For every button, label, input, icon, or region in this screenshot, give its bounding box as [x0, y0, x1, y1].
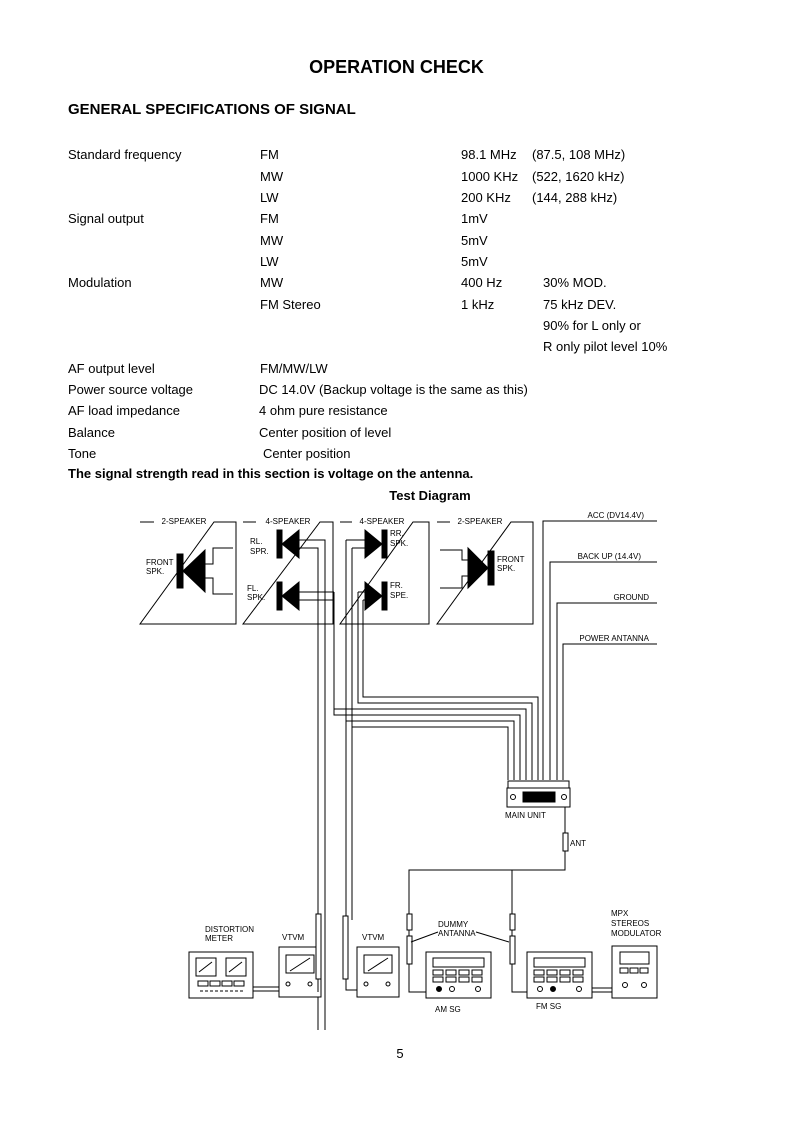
ant-label: ANT	[570, 839, 586, 848]
svg-text:VTVM: VTVM	[362, 933, 385, 942]
spec-band: MW	[260, 233, 284, 248]
svg-text:FRONT: FRONT	[146, 558, 174, 567]
spec-range: (87.5, 108 MHz)	[532, 147, 626, 162]
distortion-meter: DISTORTION METER	[188, 925, 254, 999]
spec-value: FM/MW/LW	[260, 361, 328, 376]
svg-text:DISTORTION: DISTORTION	[205, 925, 254, 934]
svg-text:FR.: FR.	[390, 581, 403, 590]
spec-band: LW	[260, 190, 279, 205]
svg-text:RL.: RL.	[250, 537, 262, 546]
speaker-front-right-icon: FRONT SPK.	[440, 546, 525, 590]
speaker-box-right-4: 4-SPEAKER	[339, 517, 430, 625]
speaker-front-right-4-icon: FR. SPE.	[358, 580, 408, 612]
speaker-rear-right-icon: RR. SPK.	[346, 528, 408, 560]
svg-text:SPK.: SPK.	[146, 567, 164, 576]
svg-text:AM SG: AM SG	[435, 1005, 461, 1014]
spec-band: FM	[260, 147, 279, 162]
spec-band: MW	[260, 169, 284, 184]
speaker-box-label: 4-SPEAKER	[266, 517, 311, 526]
svg-text:METER: METER	[205, 934, 233, 943]
page-number: 5	[396, 1046, 404, 1061]
note: The signal strength read in this section…	[68, 466, 474, 481]
spec-value: 200 KHz	[461, 190, 511, 205]
spec-label-modulation: Modulation	[68, 275, 132, 290]
svg-text:SPK.: SPK.	[497, 564, 515, 573]
spec-value: 1mV	[461, 211, 488, 226]
dummy-antenna-label: ANTANNA	[438, 929, 476, 938]
main-unit: MAIN UNIT	[505, 780, 571, 820]
svg-text:VTVM: VTVM	[282, 933, 305, 942]
spec-band: FM	[260, 211, 279, 226]
main-unit-label: MAIN UNIT	[505, 811, 546, 820]
dummy-antenna-label: DUMMY	[438, 920, 469, 929]
speaker-front-left-4-icon: FL. SPK.	[247, 580, 334, 612]
spec-detail: R only pilot level 10%	[543, 339, 668, 354]
spec-detail: 75 kHz DEV.	[543, 297, 617, 312]
svg-text:STEREOS: STEREOS	[611, 919, 649, 928]
spec-range: (144, 288 kHz)	[532, 190, 618, 205]
speaker-box-right-2: 2-SPEAKER	[436, 517, 534, 625]
spec-band: LW	[260, 254, 279, 269]
spec-value: 98.1 MHz	[461, 147, 517, 162]
wire-label-acc: ACC (DV14.4V)	[588, 511, 645, 520]
test-diagram: 2-SPEAKER 4-SPEAKER 4-SPEAKER 2-SPEAKER …	[139, 511, 662, 1030]
speaker-box-label: 4-SPEAKER	[360, 517, 405, 526]
wire-label-power-antenna: POWER ANTANNA	[579, 634, 649, 643]
spec-label-standard-frequency: Standard frequency	[68, 147, 182, 162]
spec-detail: 30% MOD.	[543, 275, 607, 290]
svg-text:MPX: MPX	[611, 909, 629, 918]
svg-text:FRONT: FRONT	[497, 555, 525, 564]
speaker-box-left-4: 4-SPEAKER	[241, 517, 334, 625]
spec-band: FM Stereo	[260, 297, 321, 312]
mpx-stereo-modulator: MPX STEREOS MODULATOR	[611, 909, 662, 999]
speaker-box-label: 2-SPEAKER	[458, 517, 503, 526]
spec-value: 4 ohm pure resistance	[259, 403, 388, 418]
vtvm-1: VTVM	[278, 933, 322, 998]
section-title: GENERAL SPECIFICATIONS OF SIGNAL	[68, 101, 356, 118]
diagram-title: Test Diagram	[389, 488, 471, 503]
svg-text:SPR.: SPR.	[250, 547, 269, 556]
spec-label-af-output-level: AF output level	[68, 361, 155, 376]
spec-value: 1 kHz	[461, 297, 495, 312]
speaker-box-left-2: 2-SPEAKER	[139, 517, 237, 625]
spec-label-power-source-voltage: Power source voltage	[68, 382, 194, 397]
wire-label-backup: BACK UP (14.4V)	[578, 552, 642, 561]
spec-value: Center position	[263, 446, 351, 461]
spec-value: Center position of level	[259, 425, 392, 440]
svg-text:SPE.: SPE.	[390, 591, 408, 600]
svg-text:MODULATOR: MODULATOR	[611, 929, 662, 938]
spec-band: MW	[260, 275, 284, 290]
speaker-front-left-icon: FRONT SPK.	[146, 547, 233, 595]
power-wires: ACC (DV14.4V) BACK UP (14.4V) GROUND POW…	[542, 511, 657, 780]
spec-range: (522, 1620 kHz)	[532, 169, 625, 184]
speaker-box-label: 2-SPEAKER	[162, 517, 207, 526]
spec-label-af-load-impedance: AF load impedance	[68, 403, 181, 418]
spec-value: 400 Hz	[461, 275, 503, 290]
wire-label-ground: GROUND	[613, 593, 649, 602]
spec-label-signal-output: Signal output	[68, 211, 144, 226]
spec-detail: 90% for L only or	[543, 318, 641, 333]
am-signal-generator: AM SG	[425, 951, 492, 1014]
vtvm-2: VTVM	[356, 933, 400, 998]
spec-value: 1000 KHz	[461, 169, 519, 184]
spec-label-tone: Tone	[68, 446, 97, 461]
svg-text:FM SG: FM SG	[536, 1002, 561, 1011]
fm-signal-generator: FM SG	[526, 951, 593, 1011]
spec-value: DC 14.0V (Backup voltage is the same as …	[259, 382, 528, 397]
spec-value: 5mV	[461, 254, 488, 269]
svg-text:RR.: RR.	[390, 529, 404, 538]
svg-text:SPK.: SPK.	[247, 593, 265, 602]
page-title: OPERATION CHECK	[309, 57, 484, 77]
spec-label-balance: Balance	[68, 425, 115, 440]
svg-text:FL.: FL.	[247, 584, 259, 593]
spec-value: 5mV	[461, 233, 488, 248]
svg-text:SPK.: SPK.	[390, 539, 408, 548]
